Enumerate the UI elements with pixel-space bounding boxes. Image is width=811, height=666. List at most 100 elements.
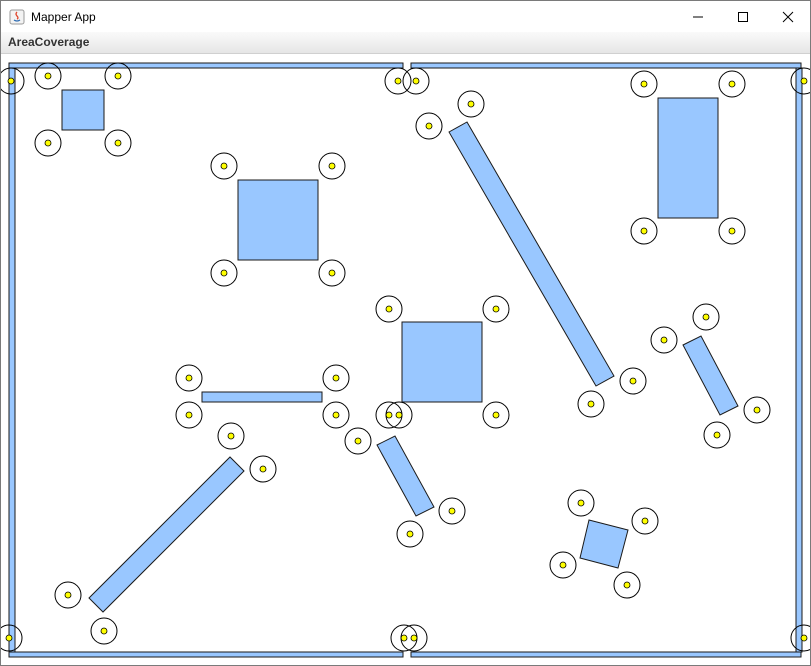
sensor-node[interactable] [44,139,52,147]
boundary-wall[interactable] [410,651,802,658]
sensor-node[interactable] [7,77,15,85]
sensor-node[interactable] [185,411,193,419]
sensor-range-ring [790,624,810,652]
sensor-range-ring [482,295,510,323]
sensor-range-ring [1,624,23,652]
sensor-node[interactable] [800,634,808,642]
sensor-node[interactable] [800,77,808,85]
sensor-node[interactable] [577,499,585,507]
sensor-node[interactable] [492,411,500,419]
sensor-node[interactable] [448,507,456,515]
sensor-node[interactable] [623,581,631,589]
sensor-node[interactable] [328,162,336,170]
sensor-node[interactable] [753,406,761,414]
sensor-node[interactable] [395,411,403,419]
obstacle[interactable] [376,435,435,517]
sensor-node[interactable] [220,269,228,277]
sensor-node[interactable] [5,634,13,642]
sensor-node[interactable] [406,530,414,538]
sensor-node[interactable] [64,591,72,599]
map-drawing[interactable] [1,54,810,665]
sensor-node[interactable] [259,465,267,473]
sensor-node[interactable] [728,80,736,88]
minimize-button[interactable] [675,1,720,32]
sensor-range-ring [630,217,658,245]
boundary-wall[interactable] [8,651,404,658]
sensor-range-ring [549,551,577,579]
sensor-node[interactable] [640,80,648,88]
sensor-range-ring [396,520,424,548]
obstacle[interactable] [657,97,719,219]
sensor-range-ring [692,303,720,331]
obstacle[interactable] [401,321,483,403]
sensor-range-ring [210,259,238,287]
sensor-node[interactable] [394,77,402,85]
sensor-range-ring [375,295,403,323]
sensor-range-ring [175,401,203,429]
sensor-node[interactable] [227,432,235,440]
title-bar[interactable]: Mapper App [1,1,810,32]
sensor-node[interactable] [728,227,736,235]
sensor-range-ring [54,581,82,609]
sensor-node[interactable] [114,72,122,80]
sensor-node[interactable] [702,313,710,321]
sensor-range-ring [104,62,132,90]
sensor-node[interactable] [492,305,500,313]
sensor-node[interactable] [185,374,193,382]
menu-bar: AreaCoverage [1,32,810,54]
sensor-node[interactable] [713,431,721,439]
sensor-node[interactable] [425,122,433,130]
obstacle[interactable] [448,121,615,387]
sensor-node[interactable] [660,336,668,344]
maximize-button[interactable] [720,1,765,32]
sensor-node[interactable] [400,634,408,642]
sensor-node[interactable] [629,377,637,385]
obstacle[interactable] [61,89,105,131]
sensor-node[interactable] [587,400,595,408]
boundary-wall[interactable] [8,62,404,69]
sensor-node[interactable] [100,627,108,635]
sensor-range-ring [90,617,118,645]
sensor-range-ring [619,367,647,395]
sensor-node[interactable] [412,77,420,85]
sensor-node[interactable] [114,139,122,147]
sensor-range-ring [415,112,443,140]
window-controls [675,1,810,32]
sensor-range-ring [34,62,62,90]
sensor-node[interactable] [410,634,418,642]
sensor-node[interactable] [640,227,648,235]
boundary-wall[interactable] [795,67,803,653]
sensor-node[interactable] [385,411,393,419]
obstacle[interactable] [682,335,739,416]
obstacle[interactable] [201,391,323,403]
obstacle[interactable] [237,179,319,261]
sensor-node[interactable] [354,437,362,445]
sensor-node[interactable] [641,517,649,525]
sensor-range-ring [567,489,595,517]
sensor-node[interactable] [220,162,228,170]
sensor-node[interactable] [332,411,340,419]
sensor-range-ring [1,67,25,95]
close-button[interactable] [765,1,810,32]
sensor-node[interactable] [467,100,475,108]
boundary-wall[interactable] [8,67,16,653]
sensor-range-ring [650,326,678,354]
sensor-range-ring [384,67,412,95]
sensor-range-ring [457,90,485,118]
sensor-range-ring [630,70,658,98]
map-canvas[interactable] [1,54,810,665]
maximize-icon [737,11,748,22]
sensor-node[interactable] [385,305,393,313]
sensor-node[interactable] [332,374,340,382]
menu-area-coverage[interactable]: AreaCoverage [8,35,90,49]
boundary-wall[interactable] [410,62,802,69]
sensor-node[interactable] [328,269,336,277]
obstacle[interactable] [579,519,629,569]
obstacle[interactable] [88,456,245,613]
sensor-node[interactable] [559,561,567,569]
sensor-range-ring [631,507,659,535]
sensor-range-ring [718,217,746,245]
sensor-node[interactable] [44,72,52,80]
sensor-range-ring [402,67,430,95]
